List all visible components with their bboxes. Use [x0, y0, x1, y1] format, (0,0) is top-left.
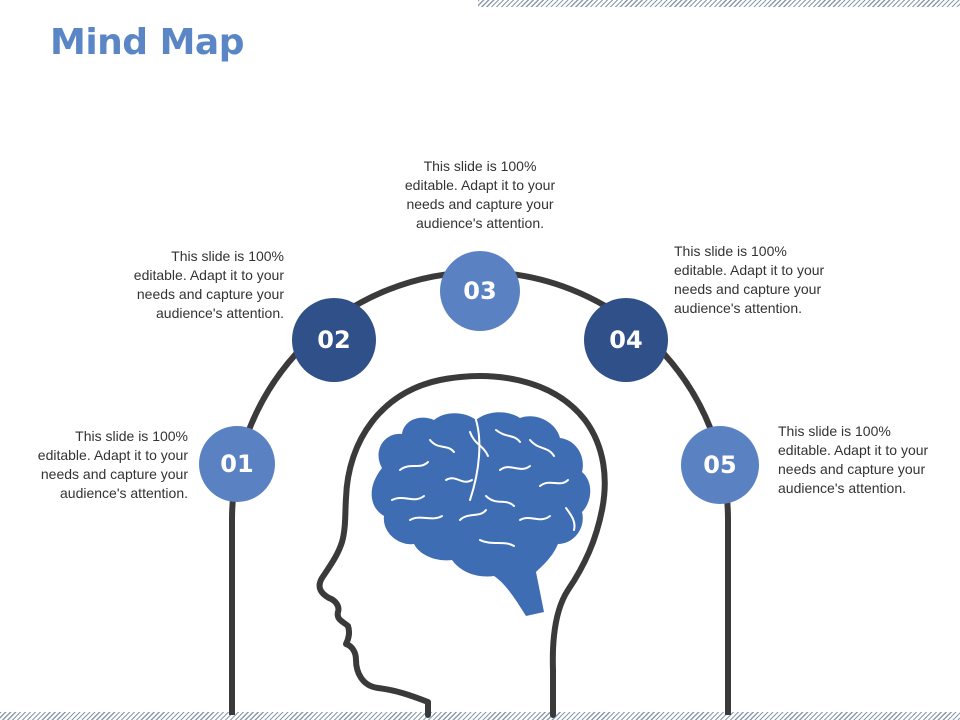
node-02: 02 — [292, 298, 376, 382]
node-03-label: 03 — [463, 277, 497, 305]
node-03-description: This slide is 100% editable. Adapt it to… — [404, 158, 556, 231]
node-05-label: 05 — [703, 451, 737, 479]
brain-icon — [371, 412, 591, 616]
head-silhouette-icon — [316, 373, 608, 718]
node-05-description: This slide is 100% editable. Adapt it to… — [778, 423, 929, 496]
node-03: 03 — [440, 251, 520, 331]
node-01-label: 01 — [220, 450, 254, 478]
node-02-label: 02 — [317, 326, 351, 354]
node-04: 04 — [584, 298, 668, 382]
node-04-label: 04 — [609, 326, 643, 354]
node-04-description: This slide is 100% editable. Adapt it to… — [674, 243, 825, 316]
decorative-hatch-top — [478, 0, 960, 7]
page-title: Mind Map — [50, 22, 244, 63]
node-05: 05 — [681, 426, 759, 504]
node-02-description: This slide is 100% editable. Adapt it to… — [133, 248, 284, 321]
node-01-description: This slide is 100% editable. Adapt it to… — [37, 428, 188, 501]
decorative-hatch-bottom — [0, 712, 960, 720]
node-01: 01 — [199, 426, 275, 502]
